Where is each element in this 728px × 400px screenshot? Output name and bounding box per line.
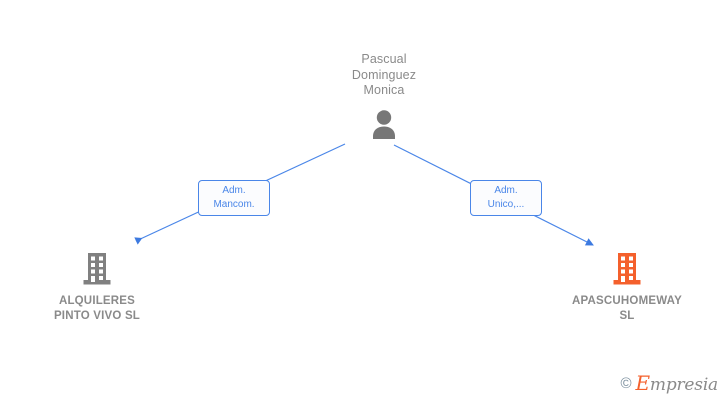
building-icon [613,253,641,285]
edge-label-text: Adm. Mancom. [213,185,255,210]
person-icon [373,109,395,139]
edge-label-adm-mancom[interactable]: Adm. Mancom. [198,180,270,216]
person-name: Pascual Dominguez Monica [351,52,417,97]
company-name: ALQUILERES PINTO VIVO SL [53,295,141,322]
watermark: © Empresia [620,373,718,394]
building-icon [83,253,111,285]
company-node-alquileres-pinto-vivo-sl[interactable]: ALQUILERES PINTO VIVO SL [12,252,182,324]
copyright-icon: © [620,375,632,392]
person-node[interactable]: Pascual Dominguez Monica [304,52,464,141]
company-name: APASCUHOMEWAY SL [572,295,682,322]
brand-initial: E [635,371,651,395]
brand-logo: Empresia [636,373,719,394]
edge-label-text: Adm. Unico,... [487,185,525,210]
brand-rest: mpresia [649,375,718,395]
edge-label-adm-unico[interactable]: Adm. Unico,... [470,180,542,216]
company-node-apascuhomeway-sl[interactable]: APASCUHOMEWAY SL [542,252,712,324]
